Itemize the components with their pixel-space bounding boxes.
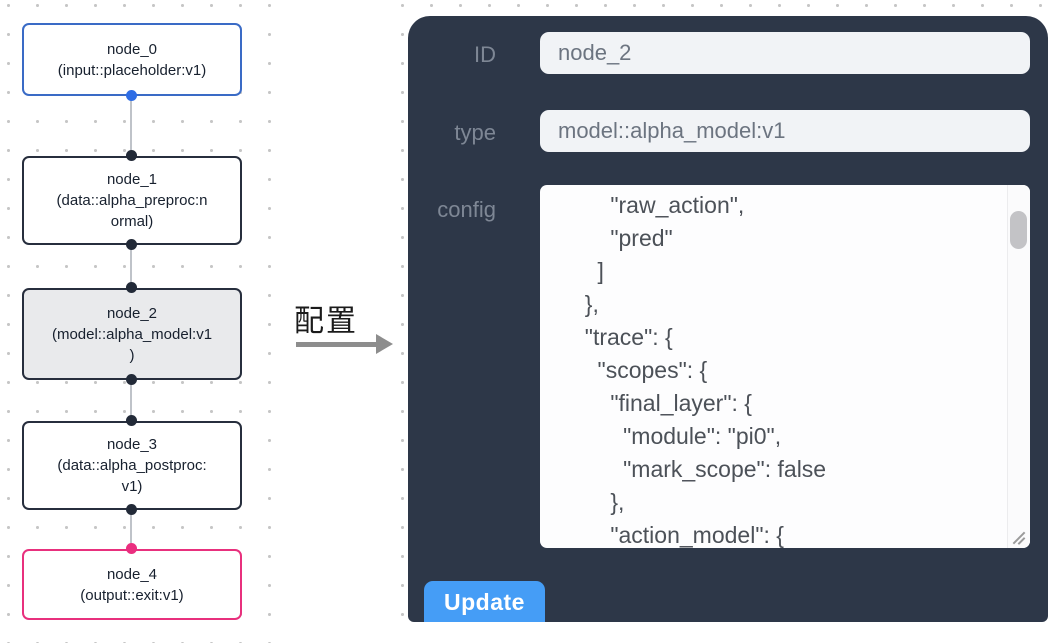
node-type-label: ormal) — [110, 213, 154, 230]
config-textarea[interactable]: "raw_action", "pred" ] }, "trace": { "sc… — [540, 185, 1030, 548]
port-input-node4[interactable] — [126, 543, 137, 554]
port-output-node2[interactable] — [126, 374, 137, 385]
node-title: node_3 — [106, 436, 158, 453]
id-field-label: ID — [474, 42, 496, 67]
config-scrollbar-thumb[interactable] — [1010, 211, 1027, 249]
port-input-node1[interactable] — [126, 150, 137, 161]
edge-node2-node3 — [130, 380, 132, 422]
graph-node-node1[interactable]: node_1 (data::alpha_preproc:n ormal) — [22, 156, 242, 245]
configure-annotation: 配置 — [294, 305, 358, 338]
port-input-node2[interactable] — [126, 282, 137, 293]
port-input-node3[interactable] — [126, 415, 137, 426]
node-title: node_0 — [106, 40, 158, 58]
edge-node0-node1 — [130, 96, 132, 157]
right-arrow-head-icon — [376, 334, 393, 354]
type-input[interactable] — [540, 110, 1030, 152]
config-scrollbar-track[interactable] — [1007, 185, 1030, 548]
node-type-label: v1) — [121, 478, 143, 495]
node-title: node_4 — [106, 565, 158, 583]
graph-node-node0[interactable]: node_0 (input::placeholder:v1) — [22, 23, 242, 96]
node-title: node_2 — [106, 304, 158, 322]
config-json-text: "raw_action", "pred" ] }, "trace": { "sc… — [584, 192, 827, 548]
port-output-node0[interactable] — [126, 90, 137, 101]
config-field-label: config — [437, 197, 496, 222]
graph-node-node3[interactable]: node_3 (data::alpha_postproc: v1) — [22, 421, 242, 510]
textarea-resize-handle-icon[interactable] — [1012, 530, 1027, 545]
node-type-label: (data::alpha_preproc:n — [56, 192, 208, 209]
type-field-label: type — [454, 120, 496, 145]
graph-node-node4[interactable]: node_4 (output::exit:v1) — [22, 549, 242, 620]
node-type-label: (input::placeholder:v1) — [57, 61, 207, 79]
edge-node1-node2 — [130, 245, 132, 289]
edge-node3-node4 — [130, 510, 132, 550]
node-type-label: (data::alpha_postproc: — [57, 457, 207, 474]
id-input[interactable] — [540, 32, 1030, 74]
update-button[interactable]: Update — [424, 581, 545, 622]
node-title: node_1 — [106, 171, 158, 188]
graph-node-node2-selected[interactable]: node_2 (model::alpha_model:v1 ) — [22, 288, 242, 380]
port-output-node1[interactable] — [126, 239, 137, 250]
node-config-panel: ID type config "raw_action", "pred" ] },… — [408, 16, 1048, 622]
right-arrow-icon — [296, 342, 378, 347]
port-output-node3[interactable] — [126, 504, 137, 515]
node-type-label: ) — [129, 346, 135, 364]
node-type-label: (model::alpha_model:v1 — [51, 325, 213, 343]
node-type-label: (output::exit:v1) — [80, 586, 184, 604]
